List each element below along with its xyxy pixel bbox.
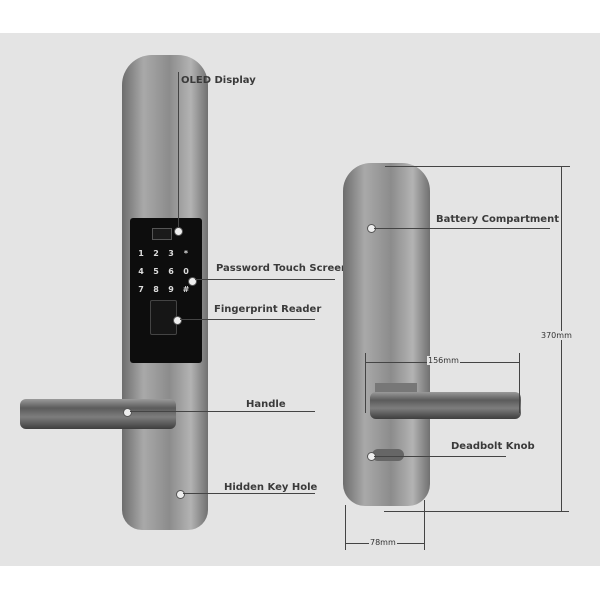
keypad-key: 9 (168, 285, 174, 294)
keyhole-marker (176, 490, 185, 499)
fingerprint-marker (173, 316, 182, 325)
label-password-touch-screen: Password Touch Screen (216, 263, 349, 274)
front-lock-panel (130, 218, 202, 363)
label-hidden-key-hole: Hidden Key Hole (224, 482, 318, 493)
label-deadbolt-knob: Deadbolt Knob (451, 441, 535, 452)
keypad-key: 1 (138, 249, 144, 258)
keypad-key: 4 (138, 267, 144, 276)
password-marker (188, 277, 197, 286)
keypad-key: * (183, 249, 189, 258)
back-handle (370, 392, 521, 419)
oled-display (152, 228, 172, 240)
deadbolt-knob (372, 449, 404, 461)
keypad-key: # (182, 285, 190, 294)
back-handle-base (375, 383, 417, 393)
keypad-key: 5 (153, 267, 159, 276)
background-band (0, 33, 600, 566)
oled-marker (174, 227, 183, 236)
dimension-handle-length: 156mm (427, 356, 460, 365)
handle-marker (123, 408, 132, 417)
label-oled-display: OLED Display (181, 75, 256, 86)
label-handle: Handle (246, 399, 286, 410)
keypad-key: 7 (138, 285, 144, 294)
keypad-key: 3 (168, 249, 174, 258)
keypad-key: 8 (153, 285, 159, 294)
keypad-key: 2 (153, 249, 159, 258)
keypad-key: 6 (168, 267, 174, 276)
dimension-width: 78mm (369, 538, 397, 547)
back-lock-body (343, 163, 430, 506)
label-fingerprint-reader: Fingerprint Reader (214, 304, 322, 315)
label-battery-compartment: Battery Compartment (436, 214, 559, 225)
dimension-height: 370mm (540, 331, 573, 340)
keypad-key: 0 (183, 267, 189, 276)
front-handle (20, 399, 176, 429)
